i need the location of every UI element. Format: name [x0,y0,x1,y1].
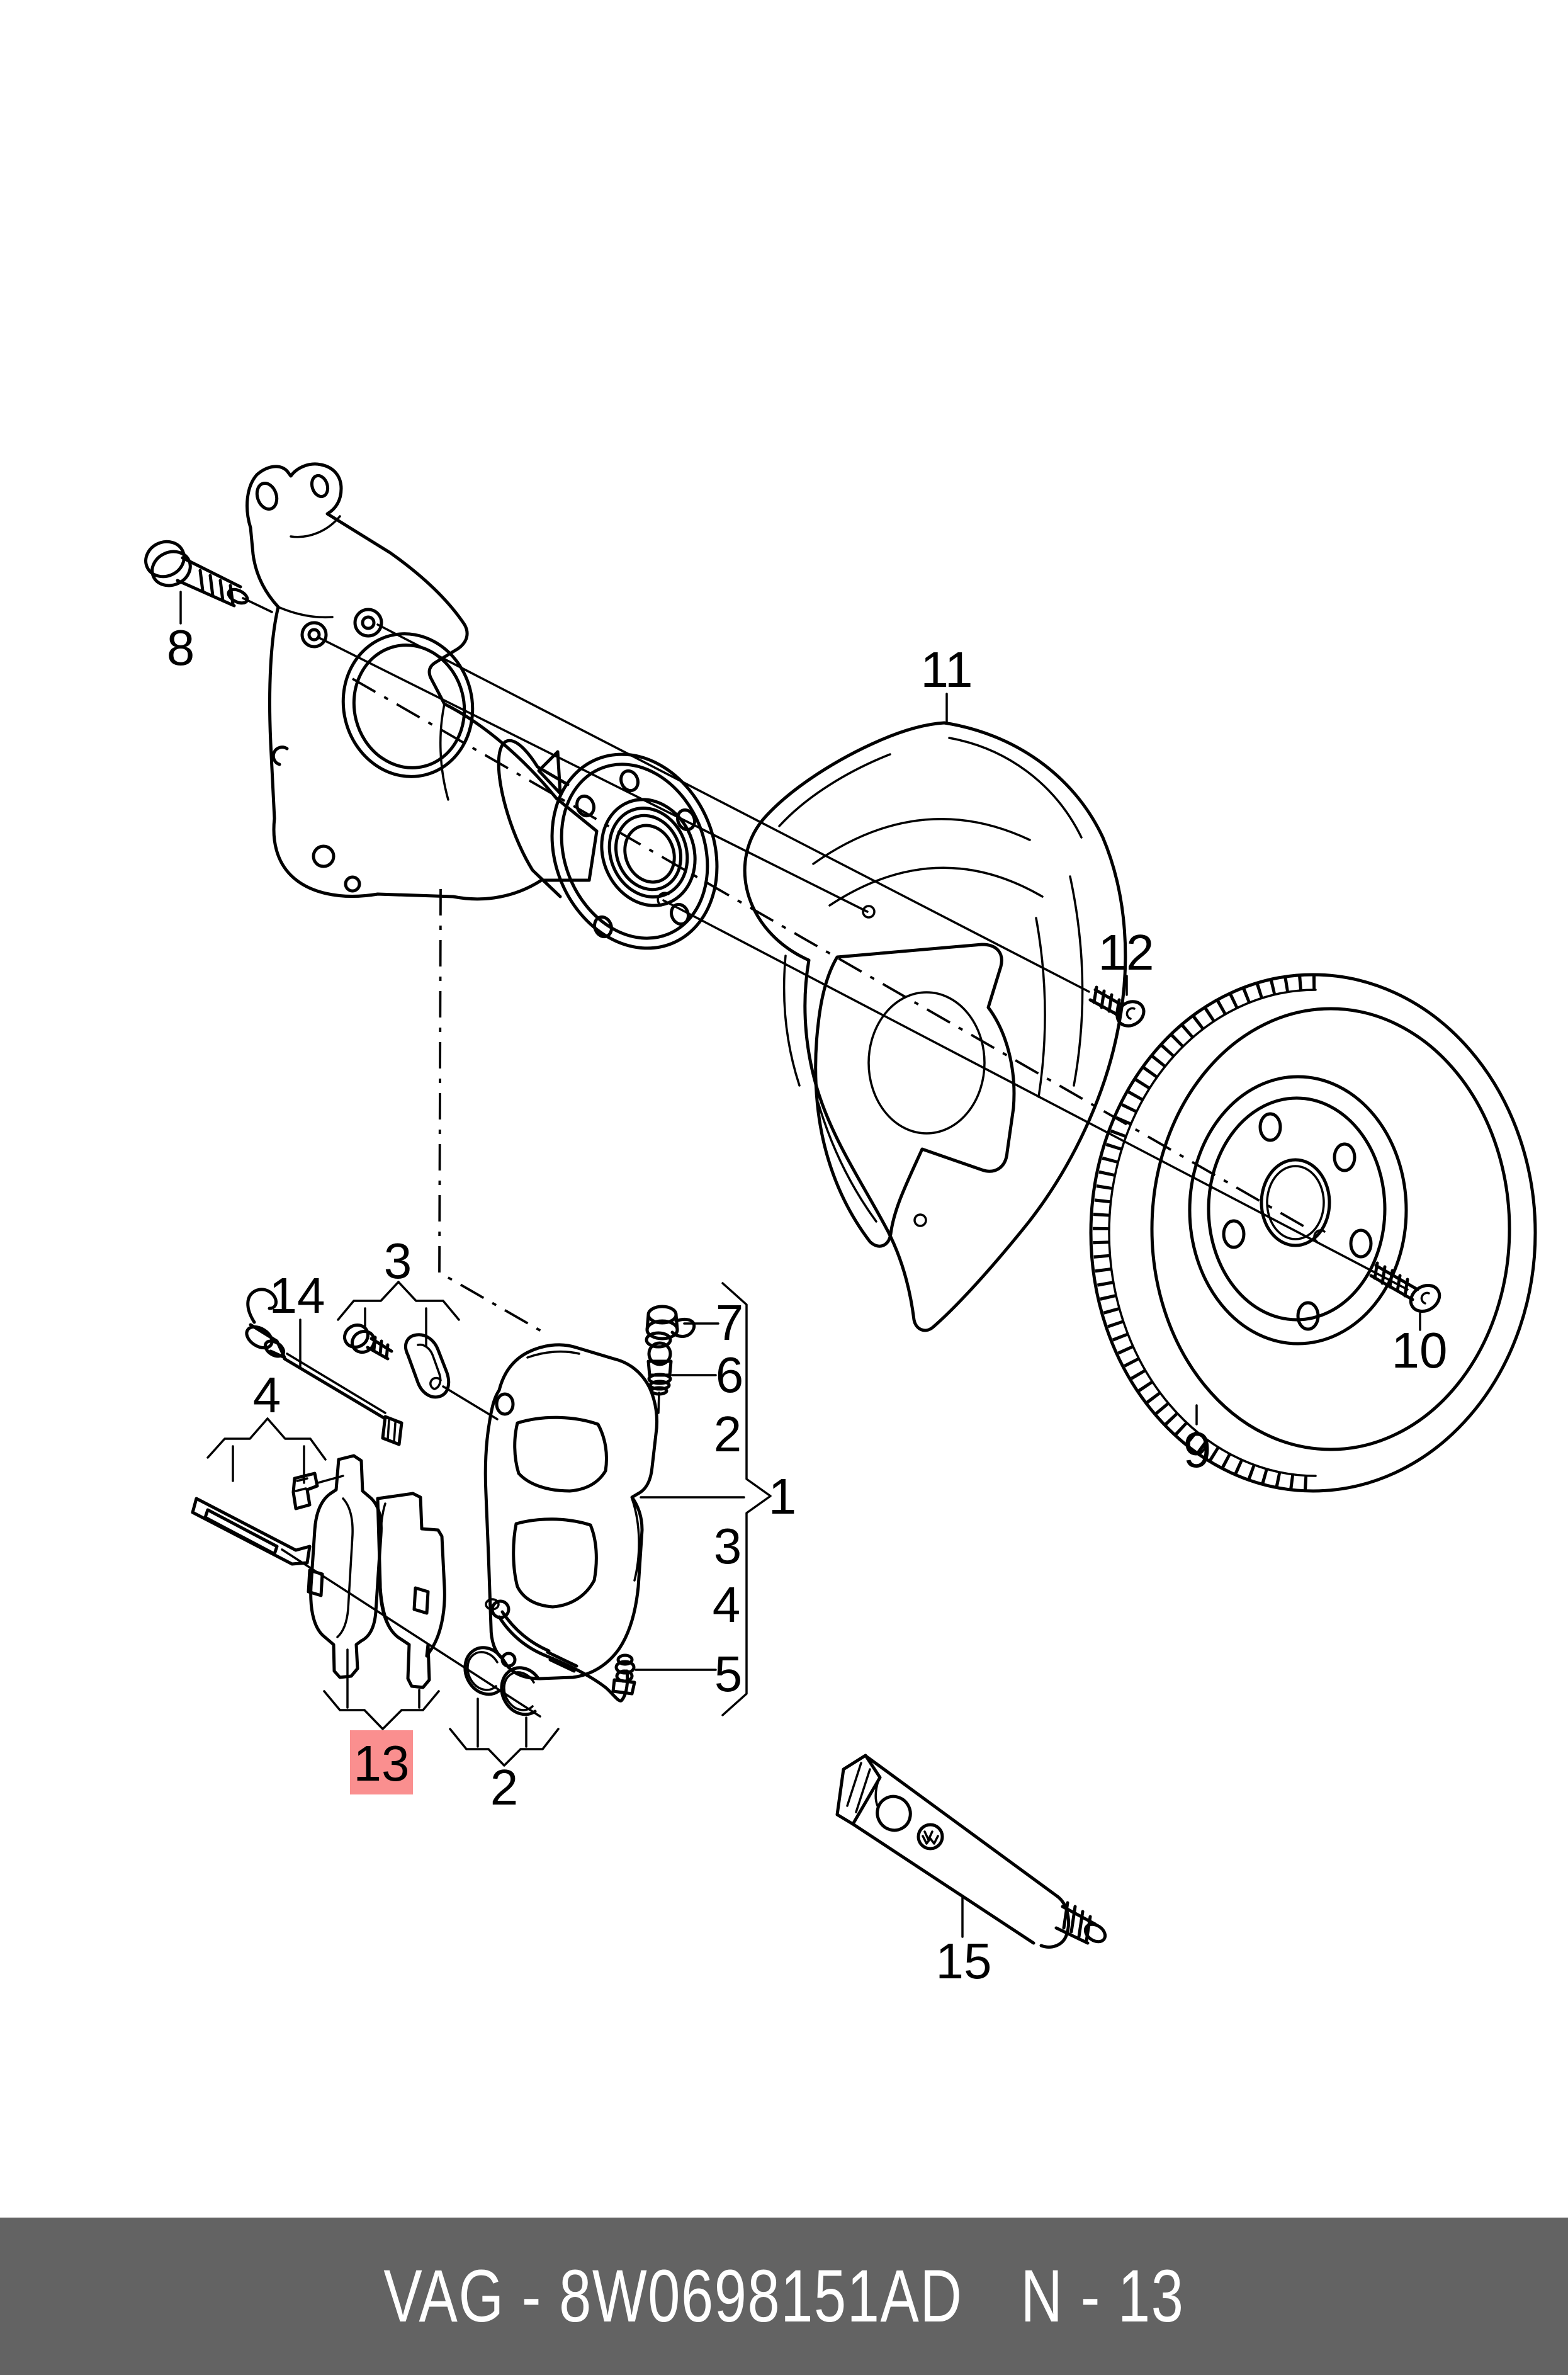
pad-axis-line [281,1548,541,1718]
alignment-line-upper [376,623,1090,993]
callout-3-column[interactable]: 3 [714,1518,742,1574]
disc-screw-hole [657,892,670,907]
disc-friction-face [1150,1007,1511,1451]
hose-sleeve [546,1650,578,1673]
callout-1[interactable]: 1 [769,1468,797,1524]
bracket-3 [337,1281,460,1321]
footer-page-code: N - 13 [1020,2255,1185,2338]
callout-10[interactable]: 10 [1392,1322,1448,1378]
callout-6[interactable]: 6 [716,1347,744,1403]
callout-2-bottom[interactable]: 2 [490,1759,519,1815]
selected-part-highlight[interactable] [350,1730,413,1794]
footer-text: VAG - 8W0698151AD N - 13 [383,2253,1184,2339]
callout-5[interactable]: 5 [714,1646,743,1702]
callout-4-column[interactable]: 4 [713,1577,741,1633]
axis-lines [317,623,1409,1334]
bracket-4 [206,1417,327,1461]
disc-hat [1207,1096,1387,1322]
pad-retaining-clip [291,1471,319,1511]
caliper-mount-hole-upper [353,608,383,638]
footer-part-number: VAG - 8W0698151AD [383,2255,963,2338]
guide-pin-set-drawing [337,1281,499,1420]
callout-13-highlighted[interactable]: 13 [354,1735,410,1791]
bleeder-valve-drawing [646,1341,717,1396]
hub-flange [550,752,719,950]
steering-knuckle-drawing [245,462,599,901]
brake-caliper-drawing [483,1343,745,1681]
wheel-hub-drawing [497,739,719,950]
vw-logo-icon [917,1823,944,1851]
tube-crimped-end [835,1754,882,1826]
brake-hose-drawing [497,1610,717,1703]
pad-drop-lines [346,1648,420,1709]
disc-vent-hatching [1093,974,1316,1492]
hub-bore [623,824,676,884]
callout-11[interactable]: 11 [920,642,973,698]
callout-14[interactable]: 14 [269,1267,325,1324]
knuckle-bolt-drawing [144,540,273,625]
seal-drop-lines [477,1698,527,1748]
knuckle-ear-hole [255,481,279,511]
guide-bushing [404,1333,451,1399]
sensor-connector [381,1415,403,1446]
caliper-window-lower [512,1517,598,1609]
disc-center-bore [1260,1158,1331,1247]
disc-set-screw-hole [1313,1229,1326,1243]
caliper-body [483,1343,659,1681]
tube-shoulder [1039,1895,1070,1949]
knuckle-ear-hole-2 [310,473,330,499]
callout-3-top[interactable]: 3 [384,1233,412,1289]
splash-shield-drawing [743,693,1127,1332]
callout-8[interactable]: 8 [167,620,195,676]
disc-screw-line [662,899,1409,1291]
dust-cap-drawing [645,1305,719,1349]
shield-screw-drawing [1088,975,1146,1028]
pad-slide-rail [191,1497,312,1566]
callout-9[interactable]: 9 [1183,1422,1212,1478]
caliper-mount-hole-lower [300,621,328,649]
knuckle-bore [341,632,475,778]
callout-4-left[interactable]: 4 [253,1367,281,1423]
pad-hardware-drawing [191,1417,344,1566]
disc-screw-drawing [1369,1261,1441,1331]
hub-axis-line [352,677,1314,1233]
assembly-bracket [721,1282,772,1716]
callout-2-column[interactable]: 2 [714,1406,742,1462]
callout-7[interactable]: 7 [716,1295,744,1351]
sensor-wire [283,1357,386,1420]
grease-tube-drawing [835,1754,1107,1949]
brake-disc-drawing [1089,973,1537,1493]
bracket-2 [449,1728,560,1767]
bracket-13 [323,1690,440,1730]
seal-ring-1 [463,1646,503,1696]
callout-15[interactable]: 15 [936,1933,992,1989]
seal-ring-drawing [449,1646,560,1767]
bracket-1 [721,1282,772,1716]
inner-brake-pad [309,1454,383,1679]
outer-brake-pad [376,1492,446,1689]
brake-pads-drawing [281,1454,541,1730]
catalog-footer-bar: VAG - 8W0698151AD N - 13 [0,2218,1568,2375]
tube-nozzle [1083,1922,1107,1944]
caliper-axis-line [438,888,545,1334]
caliper-window-upper [513,1415,608,1493]
shield-window [814,943,1016,1248]
seal-ring-2 [500,1666,539,1716]
wear-sensor-drawing [245,1288,403,1446]
callout-12[interactable]: 12 [1098,924,1154,980]
